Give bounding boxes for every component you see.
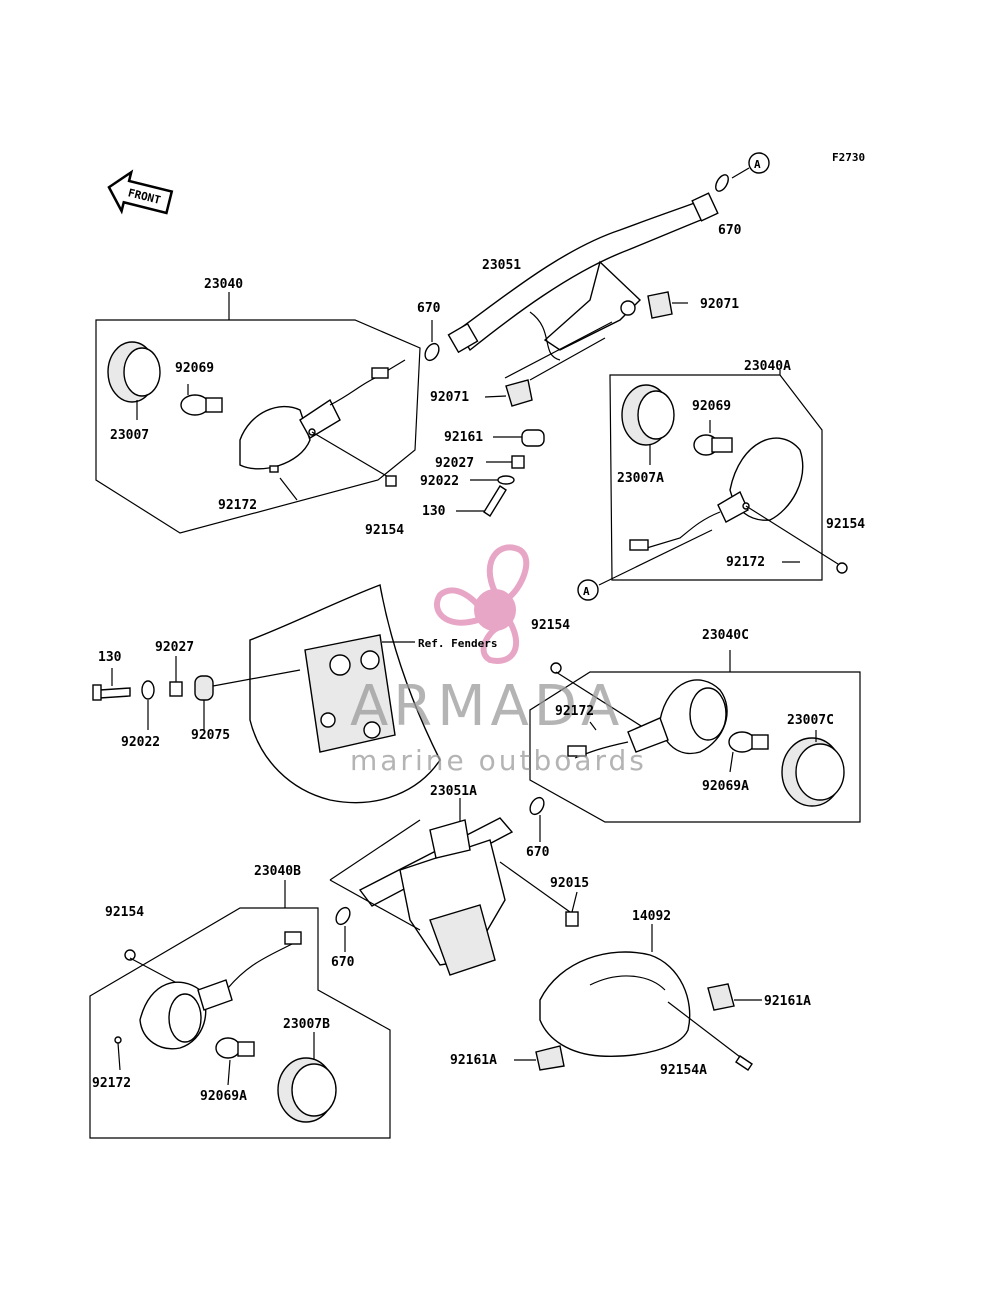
- label-14092: 14092: [632, 909, 671, 924]
- label-92015: 92015: [550, 876, 589, 891]
- label-92172-c: 92172: [555, 704, 594, 719]
- watermark-subtitle: marine outboards: [350, 744, 647, 777]
- label-23040: 23040: [204, 277, 243, 292]
- svg-text:A: A: [754, 158, 761, 171]
- cover-14092: [514, 924, 762, 1071]
- label-92172-d: 92172: [92, 1076, 131, 1091]
- label-92154-a: 92154: [365, 523, 404, 538]
- watermark-title: ARMADA: [350, 674, 624, 739]
- label-670-a: 670: [718, 223, 742, 238]
- oring-670-left: [424, 320, 440, 362]
- group-23040: [95, 292, 421, 534]
- figure-id: F2730: [832, 151, 865, 164]
- label-92154-d: 92154: [105, 905, 144, 920]
- label-92069-a: 92069: [175, 361, 214, 376]
- ref-fenders-label: Ref. Fenders: [418, 637, 497, 650]
- fastener-stack-upper: [456, 429, 545, 517]
- label-23040A: 23040A: [744, 359, 791, 374]
- bracket-23051A: [329, 798, 579, 976]
- label-92069A-a: 92069A: [702, 779, 749, 794]
- label-92161: 92161: [444, 430, 483, 445]
- bar-23051: [447, 192, 719, 361]
- clip-92071-left: [484, 321, 613, 407]
- label-92071-b: 92071: [430, 390, 469, 405]
- label-92161A-b: 92161A: [450, 1053, 497, 1068]
- label-92027-a: 92027: [435, 456, 474, 471]
- front-arrow-icon: FRONT: [107, 169, 174, 215]
- group-23040B: [89, 880, 391, 1139]
- label-92154A: 92154A: [660, 1063, 707, 1078]
- label-92154-c: 92154: [531, 618, 570, 633]
- label-23051: 23051: [482, 258, 521, 273]
- part-labels: 670 23051 92071 23040 670 92069 23007 92…: [92, 223, 865, 1104]
- label-92022-b: 92022: [121, 735, 160, 750]
- label-670-c: 670: [526, 845, 550, 860]
- label-23007B: 23007B: [283, 1017, 330, 1032]
- watermark: ARMADA marine outboards: [350, 544, 647, 777]
- label-92172-a: 92172: [218, 498, 257, 513]
- oring-670-middle: [529, 796, 545, 842]
- oring-670-lower: [335, 906, 351, 952]
- svg-text:A: A: [583, 585, 590, 598]
- label-92161A-a: 92161A: [764, 994, 811, 1009]
- label-23007: 23007: [110, 428, 149, 443]
- label-92069-b: 92069: [692, 399, 731, 414]
- label-23040B: 23040B: [254, 864, 301, 879]
- label-92075: 92075: [191, 728, 230, 743]
- callout-a-top: A: [731, 152, 770, 179]
- label-670-d: 670: [331, 955, 355, 970]
- clip-92071-upper: [647, 291, 688, 319]
- label-92027-b: 92027: [155, 640, 194, 655]
- label-23040C: 23040C: [702, 628, 749, 643]
- label-92154-b: 92154: [826, 517, 865, 532]
- label-92022-a: 92022: [420, 474, 459, 489]
- propeller-logo-icon: [433, 544, 530, 664]
- oring-670-top: [715, 174, 729, 192]
- label-130-a: 130: [422, 504, 446, 519]
- group-23040C: [529, 650, 861, 823]
- label-92071-a: 92071: [700, 297, 739, 312]
- label-92172-b: 92172: [726, 555, 765, 570]
- label-23007C: 23007C: [787, 713, 834, 728]
- label-23007A: 23007A: [617, 471, 664, 486]
- label-130-b: 130: [98, 650, 122, 665]
- group-23040A: [598, 370, 848, 586]
- label-92069A-b: 92069A: [200, 1089, 247, 1104]
- label-670-b: 670: [417, 301, 441, 316]
- fastener-row-left: [92, 656, 214, 730]
- label-23051A: 23051A: [430, 784, 477, 799]
- callout-a-middle: A: [577, 579, 599, 601]
- fender-plate: [212, 584, 441, 804]
